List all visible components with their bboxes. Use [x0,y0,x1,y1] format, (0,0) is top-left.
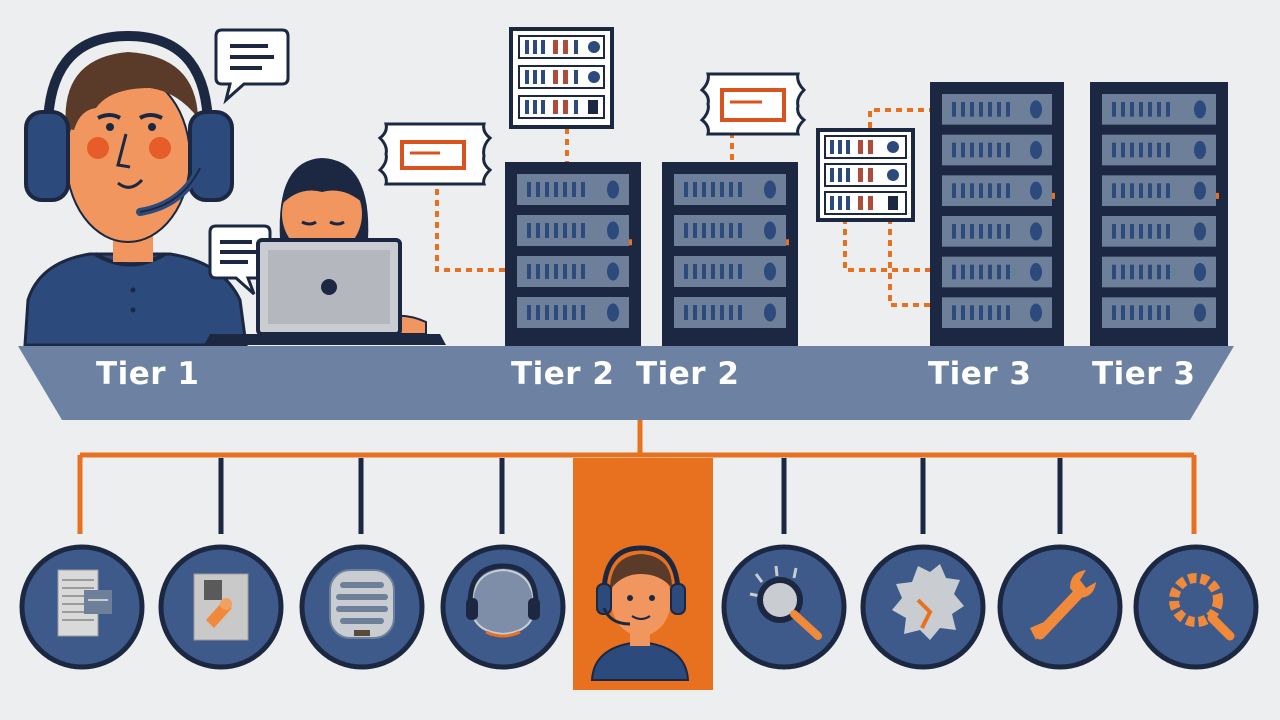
magnifier-icon [721,544,847,670]
headset-agent [23,30,248,347]
ticket-icon [699,72,807,136]
wrench-icon [997,544,1123,670]
dashed-connectors [435,108,930,307]
server-racks [505,82,1228,346]
search-gear-icon [1133,544,1259,670]
tier-label-2b: Tier 2 [636,356,740,392]
tier-label-2a: Tier 2 [511,356,615,392]
server-rack-icon [505,162,641,346]
clipboard-tools-icon [158,544,284,670]
support-agent-icon [590,545,690,681]
server-rack-icon [930,82,1064,346]
gear-icon [860,544,986,670]
server-icon [299,544,425,670]
ticket-icon [377,122,493,186]
tier-platform [18,346,1234,420]
laptop-icon [204,238,446,345]
tier-label-3b: Tier 3 [1092,356,1196,392]
document-icon [19,544,145,670]
chat-bubble-icon [214,28,290,105]
chat-bubble-icon [208,224,272,296]
rack-panel-icon [509,27,614,129]
rack-panel-icon [816,128,915,222]
tier-label-3a: Tier 3 [928,356,1032,392]
server-rack-icon [1090,82,1228,346]
server-rack-icon [662,162,798,346]
helmet-icon [440,544,566,670]
tier-label-1: Tier 1 [96,356,200,392]
